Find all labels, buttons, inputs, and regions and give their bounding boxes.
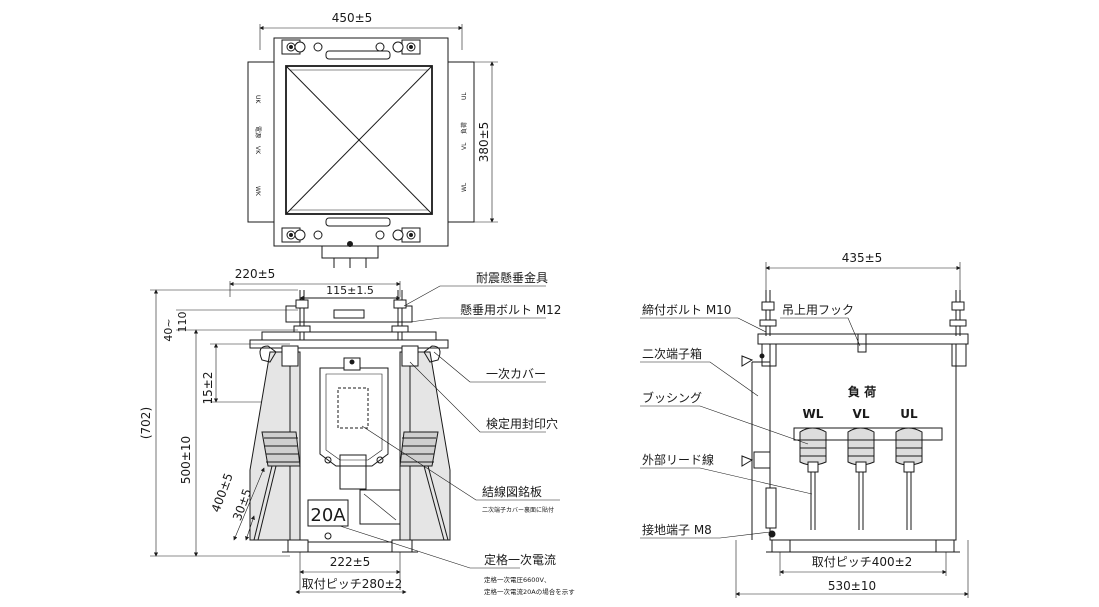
- side-bushing-ul: [895, 427, 923, 530]
- top-view: 450±5 UK 電源: [247, 11, 498, 268]
- callout-rated-note-1: 定格一次電圧6600V、: [484, 575, 551, 584]
- front-dim-500: 500±10: [179, 436, 193, 484]
- top-left-label-wk: WK: [254, 186, 261, 197]
- callout-clamp-bolt: 締付ボルト M10: [642, 302, 731, 317]
- side-bushing-vl: [847, 427, 875, 530]
- front-overall-height-dim: (702): [139, 407, 153, 439]
- callout-hanger: 耐震懸垂金具: [476, 270, 548, 285]
- front-view: 220±5 115±1.5: [139, 267, 575, 596]
- top-right-label-vl: VL: [461, 142, 468, 150]
- terminal-label-ul: UL: [900, 407, 918, 421]
- side-top-width-dim: 435±5: [842, 251, 883, 265]
- rating-plate-label: 20A: [310, 505, 346, 526]
- callout-rated-note-2: 定格一次電流20Aの場合を示す: [484, 587, 575, 596]
- top-right-label-ul: UL: [461, 92, 468, 100]
- side-bushing-wl: [799, 427, 827, 530]
- front-dim-15: 15±2: [201, 372, 215, 405]
- callout-bushing: ブッシング: [642, 390, 702, 405]
- callout-rated-current: 定格一次電流: [484, 552, 556, 567]
- front-mount-pitch-dim: 取付ピッチ280±2: [302, 577, 403, 591]
- front-bolt-pitch-dim: 115±1.5: [326, 284, 374, 297]
- terminal-label-vl: VL: [853, 407, 870, 421]
- side-view: 435±5 負 荷: [640, 251, 969, 598]
- front-dim-40: 40~: [162, 318, 175, 341]
- front-top-width-dim: 220±5: [235, 267, 276, 281]
- callout-lead-wire: 外部リード線: [642, 452, 714, 467]
- terminal-label-wl: WL: [803, 407, 824, 421]
- top-left-label-uk: UK: [254, 95, 261, 104]
- top-width-dim: 450±5: [332, 11, 373, 25]
- top-depth-dim: 380±5: [477, 122, 491, 163]
- callout-ground: 接地端子 M8: [642, 522, 712, 537]
- top-bolt-icons: [281, 39, 421, 243]
- callout-secondary-box: 二次端子箱: [642, 346, 702, 361]
- side-overall-width-dim: 530±10: [828, 579, 876, 593]
- callout-hang-bolt: 懸垂用ボルト M12: [460, 303, 561, 317]
- side-bolt-icons: [759, 290, 967, 336]
- top-left-label-src: 電源: [254, 126, 262, 138]
- side-load-label: 負 荷: [848, 384, 876, 399]
- top-right-label-wl: WL: [461, 182, 468, 192]
- top-right-label-load: 負荷: [460, 122, 468, 134]
- front-dim-400: 400±5: [209, 471, 236, 514]
- callout-primary-cover: 一次カバー: [486, 367, 546, 381]
- callout-seal-hole: 検定用封印穴: [486, 416, 558, 431]
- callout-wiring-plate: 結線図銘板: [482, 484, 542, 499]
- front-bushing-right: [399, 431, 449, 541]
- side-mount-pitch-dim: 取付ピッチ400±2: [812, 555, 913, 569]
- callout-wiring-plate-note: 二次端子カバー裏面に貼付: [482, 506, 554, 514]
- top-left-label-vk: VK: [254, 146, 261, 155]
- front-bottom-inner-dim: 222±5: [330, 555, 371, 569]
- front-dim-110: 110: [176, 312, 189, 333]
- callout-lift-hook: 吊上用フック: [782, 303, 854, 317]
